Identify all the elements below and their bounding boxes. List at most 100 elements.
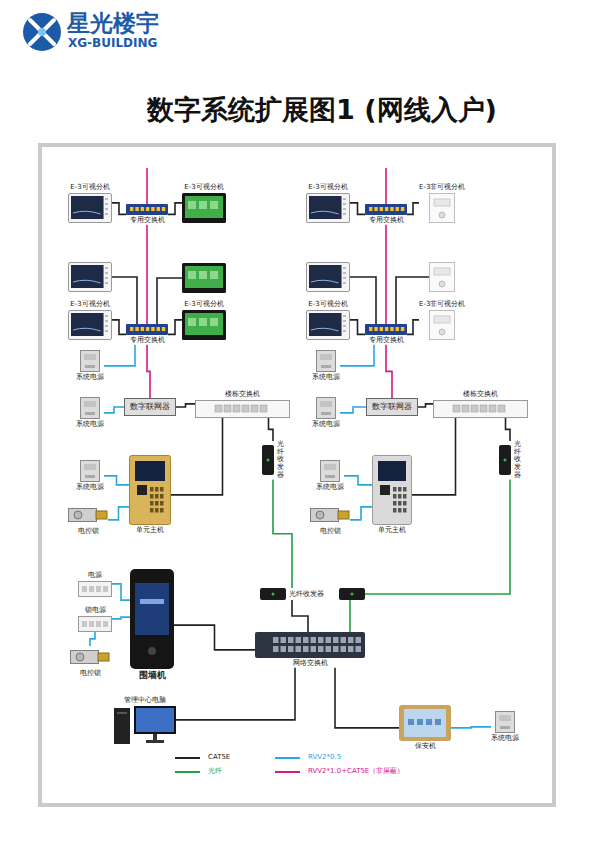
- device-label: 光纤收发器: [514, 441, 521, 479]
- device-node: 系统电源: [76, 460, 104, 492]
- device-node: E-3非可视分机: [419, 183, 465, 223]
- device-icon: [130, 569, 174, 669]
- device-label: 数字联网器: [130, 402, 170, 412]
- connector: [418, 404, 433, 407]
- connector: [335, 668, 399, 728]
- device-icon: [68, 193, 112, 223]
- device-node: 数字联网器: [366, 398, 418, 416]
- device-label: 网络交换机: [293, 659, 328, 668]
- device-icon: [68, 504, 108, 526]
- device-label: E-3非可视分机: [419, 183, 465, 192]
- device-label: 系统电源: [312, 373, 340, 382]
- connector: [104, 476, 129, 485]
- device-label: 系统电源: [491, 734, 519, 743]
- device-icon: [310, 504, 350, 526]
- device-label: 光纤收发器: [289, 590, 324, 599]
- riser-cable: [385, 168, 387, 204]
- brand-subtitle: XG-BUILDING: [68, 36, 157, 50]
- device-label: 数字联网器: [372, 402, 412, 412]
- device-icon: [80, 350, 100, 372]
- device-label: 系统电源: [316, 483, 344, 492]
- device-illustration: [68, 262, 112, 292]
- device-node: 数字联网器: [124, 398, 176, 416]
- connector: [112, 617, 130, 619]
- connector: [412, 418, 456, 495]
- device-icon: [339, 588, 365, 600]
- device-icon: [126, 324, 168, 335]
- device-icon: [365, 324, 407, 335]
- device-label: E-3可视分机: [184, 183, 223, 192]
- device-illustration: [306, 262, 350, 292]
- connector: [350, 507, 372, 520]
- device-node: 围墙机: [130, 569, 174, 681]
- device-node: 系统电源: [312, 397, 340, 429]
- device-node: E-3可视分机: [306, 183, 350, 223]
- legend-text: CAT5E: [208, 753, 230, 761]
- device-icon: [320, 460, 340, 482]
- device-node: E-3可视分机: [68, 300, 112, 340]
- device-illustration: [339, 588, 365, 600]
- device-node: 专用交换机: [365, 204, 407, 225]
- device-icon: [260, 588, 286, 600]
- device-label: 单元主机: [136, 526, 164, 535]
- device-node: 网络交换机: [255, 632, 365, 668]
- device-node: 电控锁: [70, 646, 110, 678]
- legend-swatch: [275, 757, 300, 759]
- connector: [386, 345, 392, 398]
- connector: [176, 404, 195, 407]
- device-label: 系统电源: [312, 420, 340, 429]
- device-icon: [70, 646, 110, 668]
- connector: [269, 418, 274, 441]
- device-node: 电源: [78, 571, 112, 597]
- device-node: 楼栋交换机: [433, 390, 528, 418]
- connector: [104, 407, 124, 413]
- device-icon: [495, 711, 515, 733]
- brand-name: 星光楼宇: [67, 8, 159, 39]
- device-node: 系统电源: [76, 397, 104, 429]
- connector: [108, 507, 129, 520]
- device-node: 系统电源: [316, 460, 344, 492]
- connector: [292, 600, 308, 632]
- device-label: 电控锁: [78, 527, 99, 536]
- device-icon: [68, 262, 112, 292]
- device-icon: [129, 455, 171, 525]
- device-node: 光纤收发器: [499, 441, 521, 479]
- device-node: 专用交换机: [365, 324, 407, 345]
- device-icon: [306, 262, 350, 292]
- connector: [147, 345, 150, 398]
- diagram-title: 数字系统扩展图1 (网线入户): [147, 92, 497, 128]
- device-icon: [80, 460, 100, 482]
- device-label: 电控锁: [80, 669, 101, 678]
- legend-text: RVV2*1.0+CAT5E（非屏蔽）: [308, 767, 404, 775]
- device-icon: [255, 632, 365, 658]
- connector: [112, 320, 126, 335]
- device-label: E-3非可视分机: [419, 300, 465, 309]
- device-label: E-3可视分机: [70, 183, 109, 192]
- riser-cable: [146, 168, 148, 204]
- device-node: 电控锁: [68, 504, 108, 536]
- connector: [350, 203, 365, 215]
- device-icon: [195, 400, 290, 418]
- legend-text: 光纤: [208, 767, 222, 775]
- connector: [407, 320, 419, 335]
- connector: [168, 203, 182, 215]
- device-label: 管理中心电脑: [124, 696, 166, 705]
- connector: [340, 345, 374, 366]
- device-icon: [262, 445, 274, 475]
- device-node: 光纤收发器: [260, 588, 324, 600]
- device-icon: [182, 193, 226, 223]
- device-node: E-3可视分机: [182, 300, 226, 340]
- device-illustration: [182, 263, 226, 293]
- device-node: 电控锁: [310, 504, 350, 536]
- connector: [340, 407, 366, 413]
- device-icon: [429, 193, 455, 223]
- legend-swatch: [175, 771, 200, 773]
- device-icon: [306, 310, 350, 340]
- device-node: E-3可视分机: [182, 183, 226, 223]
- legend-swatch: [175, 757, 200, 759]
- device-label: 单元主机: [378, 526, 406, 535]
- device-label: 光纤收发器: [277, 441, 284, 479]
- device-node: 系统电源: [491, 711, 519, 743]
- device-label: 锁电源: [85, 606, 106, 615]
